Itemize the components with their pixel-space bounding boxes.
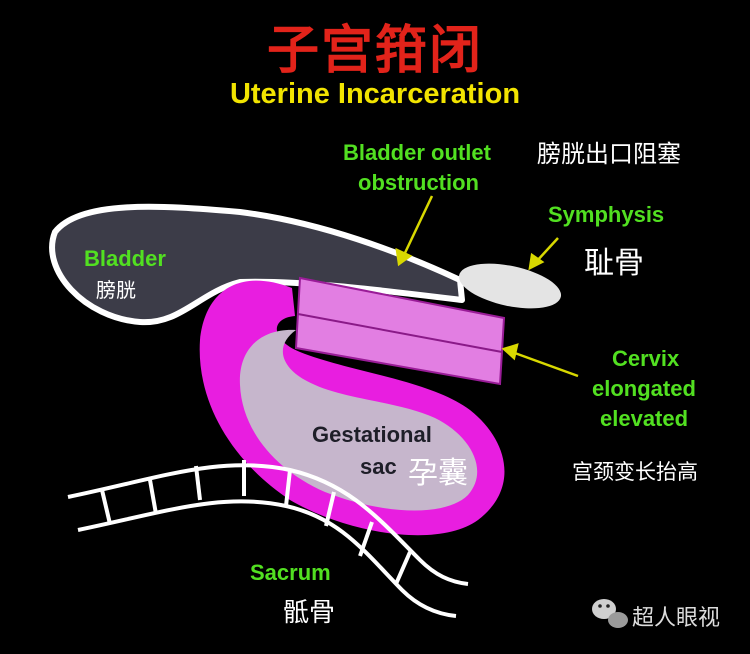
label-cervix-line2: elongated <box>592 376 696 401</box>
label-gestational-line2: sac <box>360 454 397 479</box>
arrow-symphysis <box>535 237 559 263</box>
label-bladder-outlet-line1: Bladder outlet <box>343 140 491 165</box>
label-symphysis-cn: 耻骨 <box>584 246 644 281</box>
label-cervix-line1: Cervix <box>612 346 680 371</box>
arrow-cervix <box>511 350 579 378</box>
label-bladder: Bladder <box>84 246 166 271</box>
sacrum-segments <box>100 460 412 585</box>
sacrum-upper-edge <box>67 463 469 586</box>
label-symphysis: Symphysis <box>548 202 665 227</box>
title-chinese: 子宫箝闭 <box>266 21 483 81</box>
cervix-shape <box>294 276 506 386</box>
label-sacrum-cn: 骶骨 <box>283 598 336 628</box>
label-bladder-outlet-cn: 膀胱出口阻塞 <box>537 140 681 168</box>
sacrum-lower-edge <box>77 499 457 618</box>
bladder-shape <box>49 203 465 326</box>
label-bladder-cn: 膀胱 <box>96 278 136 302</box>
cervical-canal-line <box>297 313 503 353</box>
label-cervix-cn: 宫颈变长抬高 <box>572 460 698 484</box>
label-cervix-line3: elevated <box>600 406 689 431</box>
label-gestational-line1: Gestational <box>312 422 432 447</box>
label-gestational-cn: 孕囊 <box>408 456 468 491</box>
label-sacrum: Sacrum <box>250 560 331 585</box>
watermark-text: 超人眼视 <box>632 606 721 631</box>
symphysis-shape <box>458 263 562 309</box>
label-bladder-outlet-line2: obstruction <box>358 170 479 195</box>
gestational-sac-shape <box>239 329 478 511</box>
arrows <box>395 195 579 378</box>
title-english: Uterine Incarceration <box>229 78 521 110</box>
arrow-bladder-outlet <box>402 195 434 256</box>
wechat-logo-icon <box>592 599 628 628</box>
